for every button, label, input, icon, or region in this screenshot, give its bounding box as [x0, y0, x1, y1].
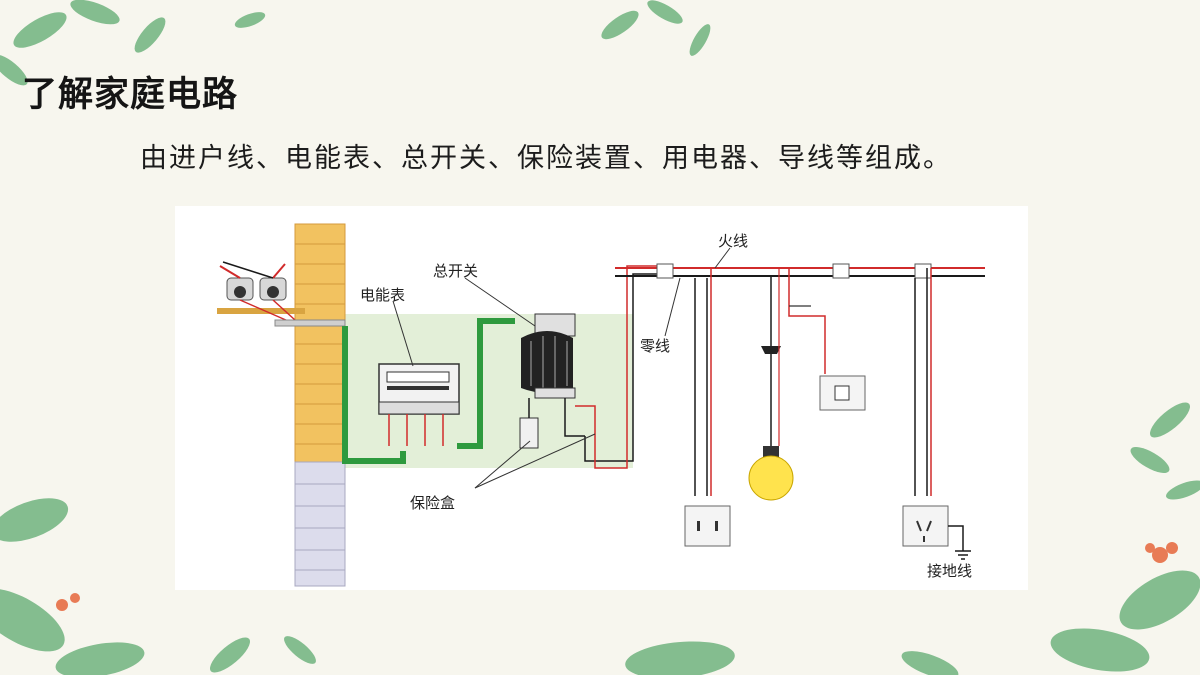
light-bulb: [748, 268, 794, 501]
label-live-wire: 火线: [718, 232, 749, 250]
electricity-meter: [378, 363, 460, 446]
label-meter: 电能表: [360, 286, 406, 304]
brick-wall: [294, 223, 346, 587]
fuse-box: [519, 398, 585, 449]
outdoor-insulators: [217, 261, 346, 327]
entry-conduit: [342, 318, 515, 464]
three-pin-socket: [902, 268, 971, 560]
label-main-switch: 总开关: [433, 262, 479, 280]
label-fuse-box: 保险盒: [410, 494, 456, 512]
wall-switch: [788, 268, 866, 411]
slide-subtitle: 由进户线、电能表、总开关、保险装置、用电器、导线等组成。: [140, 143, 952, 174]
main-switch: [521, 313, 576, 399]
household-circuit-diagram: 电能表 总开关 保险盒 火线 零线 接地线: [175, 206, 1028, 590]
slide-title: 了解家庭电路: [22, 75, 239, 115]
two-pin-socket: [684, 268, 731, 547]
label-ground-wire: 接地线: [927, 562, 973, 580]
label-neutral-wire: 零线: [640, 337, 671, 355]
